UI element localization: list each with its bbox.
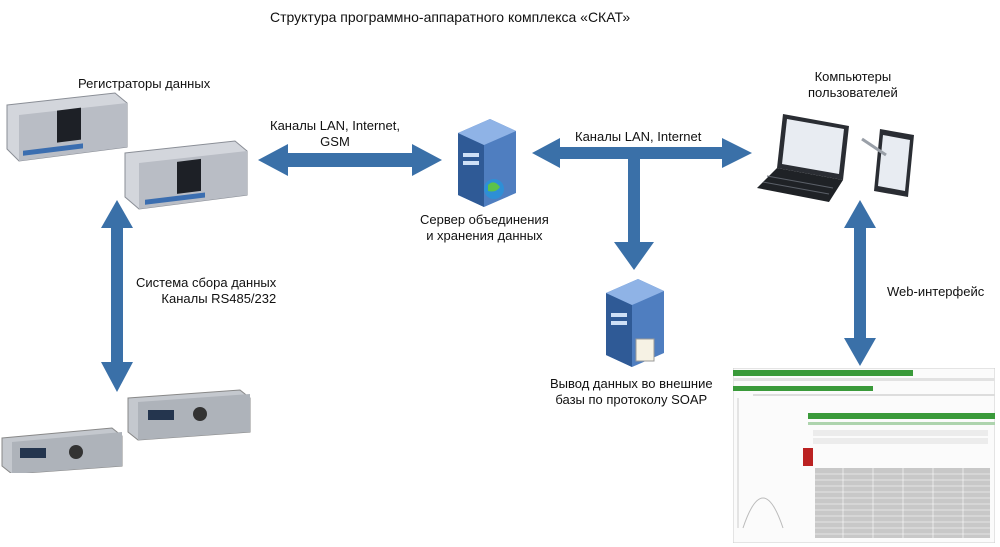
- label-collection-system: Система сбора данных Каналы RS485/232: [136, 275, 276, 307]
- laptop-icon: [757, 114, 849, 202]
- registrator-unit-back: [6, 92, 128, 162]
- label-channels-line2: GSM: [320, 134, 350, 149]
- arrow-down-soap: [614, 159, 654, 270]
- server-icon: [458, 119, 516, 207]
- label-computers-line2: пользователей: [808, 85, 898, 100]
- registrator-unit-front: [124, 140, 248, 210]
- label-soap-line2: базы по протоколу SOAP: [555, 392, 708, 407]
- label-channels-lan-internet: Каналы LAN, Internet: [575, 129, 702, 144]
- document-icon: [635, 338, 655, 362]
- arrow-registrators-server: [258, 144, 442, 176]
- device-unit-back: [127, 389, 251, 441]
- label-registrators: Регистраторы данных: [78, 76, 211, 91]
- label-server: Сервер объединения и хранения данных: [420, 212, 549, 244]
- label-soap-line1: Вывод данных во внешние: [550, 376, 713, 391]
- tablet-icon: [861, 129, 914, 197]
- arrow-server-computers: [532, 138, 752, 168]
- label-collection-line1: Система сбора данных: [136, 275, 277, 290]
- label-server-line2: и хранения данных: [426, 228, 543, 243]
- label-web-interface: Web-интерфейс: [887, 284, 985, 299]
- rack-registrator-icon: [6, 92, 248, 210]
- arrow-computers-web: [844, 200, 876, 366]
- label-computers: Компьютеры пользователей: [808, 69, 898, 101]
- label-soap: Вывод данных во внешние базы по протокол…: [550, 376, 713, 408]
- diagram-title: Структура программно-аппаратного комплек…: [270, 9, 631, 25]
- arrow-registrators-devices: [101, 200, 133, 392]
- server-soap-icon: [606, 279, 664, 367]
- label-computers-line1: Компьютеры: [814, 69, 892, 84]
- label-server-line1: Сервер объединения: [420, 212, 549, 227]
- device-unit-front: [1, 427, 123, 473]
- label-channels-line1: Каналы LAN, Internet,: [270, 118, 400, 133]
- web-interface-screenshot: [733, 368, 995, 543]
- label-channels-lan-internet-gsm: Каналы LAN, Internet, GSM: [270, 118, 400, 150]
- label-collection-line2: Каналы RS485/232: [161, 291, 277, 306]
- measurement-device-icon: [1, 389, 251, 473]
